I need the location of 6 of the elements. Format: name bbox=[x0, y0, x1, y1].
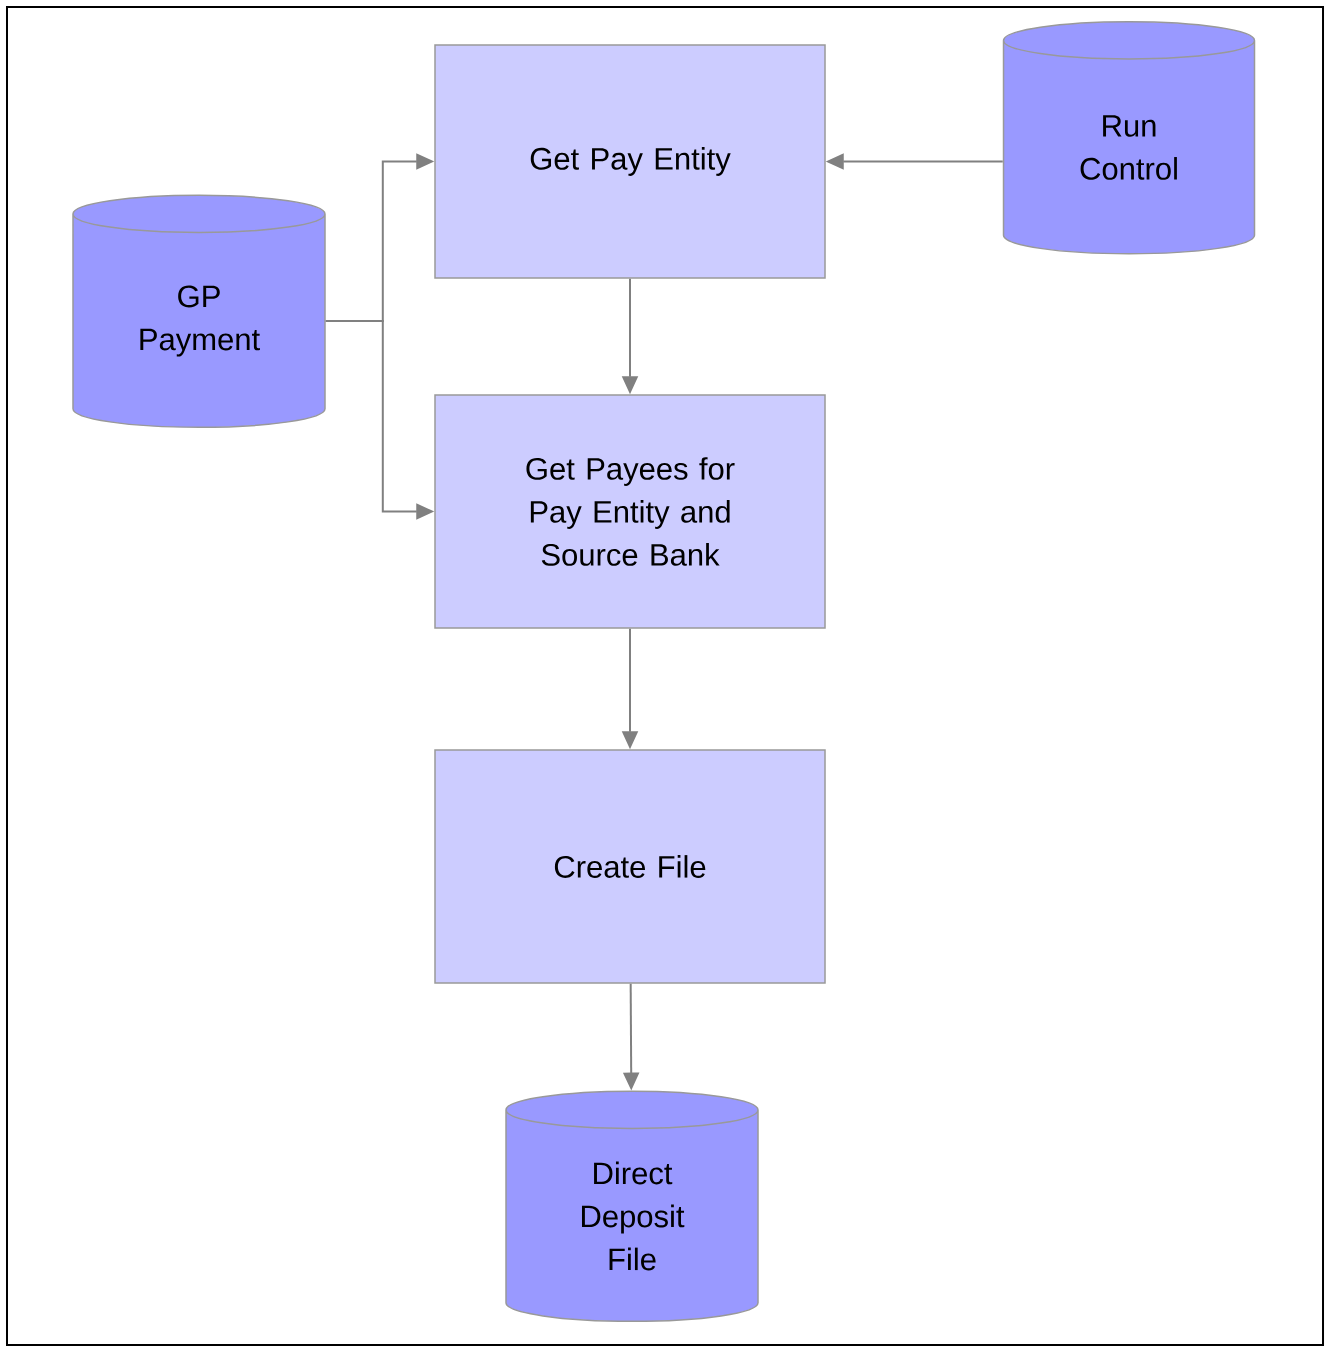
database-cylinder: Run Control bbox=[1002, 21, 1256, 255]
process-box: Create File bbox=[434, 749, 826, 984]
process-box: Get Pay Entity bbox=[434, 44, 826, 279]
database-cylinder: Direct Deposit File bbox=[505, 1090, 759, 1323]
process-box: Get Payees for Pay Entity and Source Bank bbox=[434, 394, 826, 629]
database-cylinder: GP Payment bbox=[72, 194, 326, 429]
